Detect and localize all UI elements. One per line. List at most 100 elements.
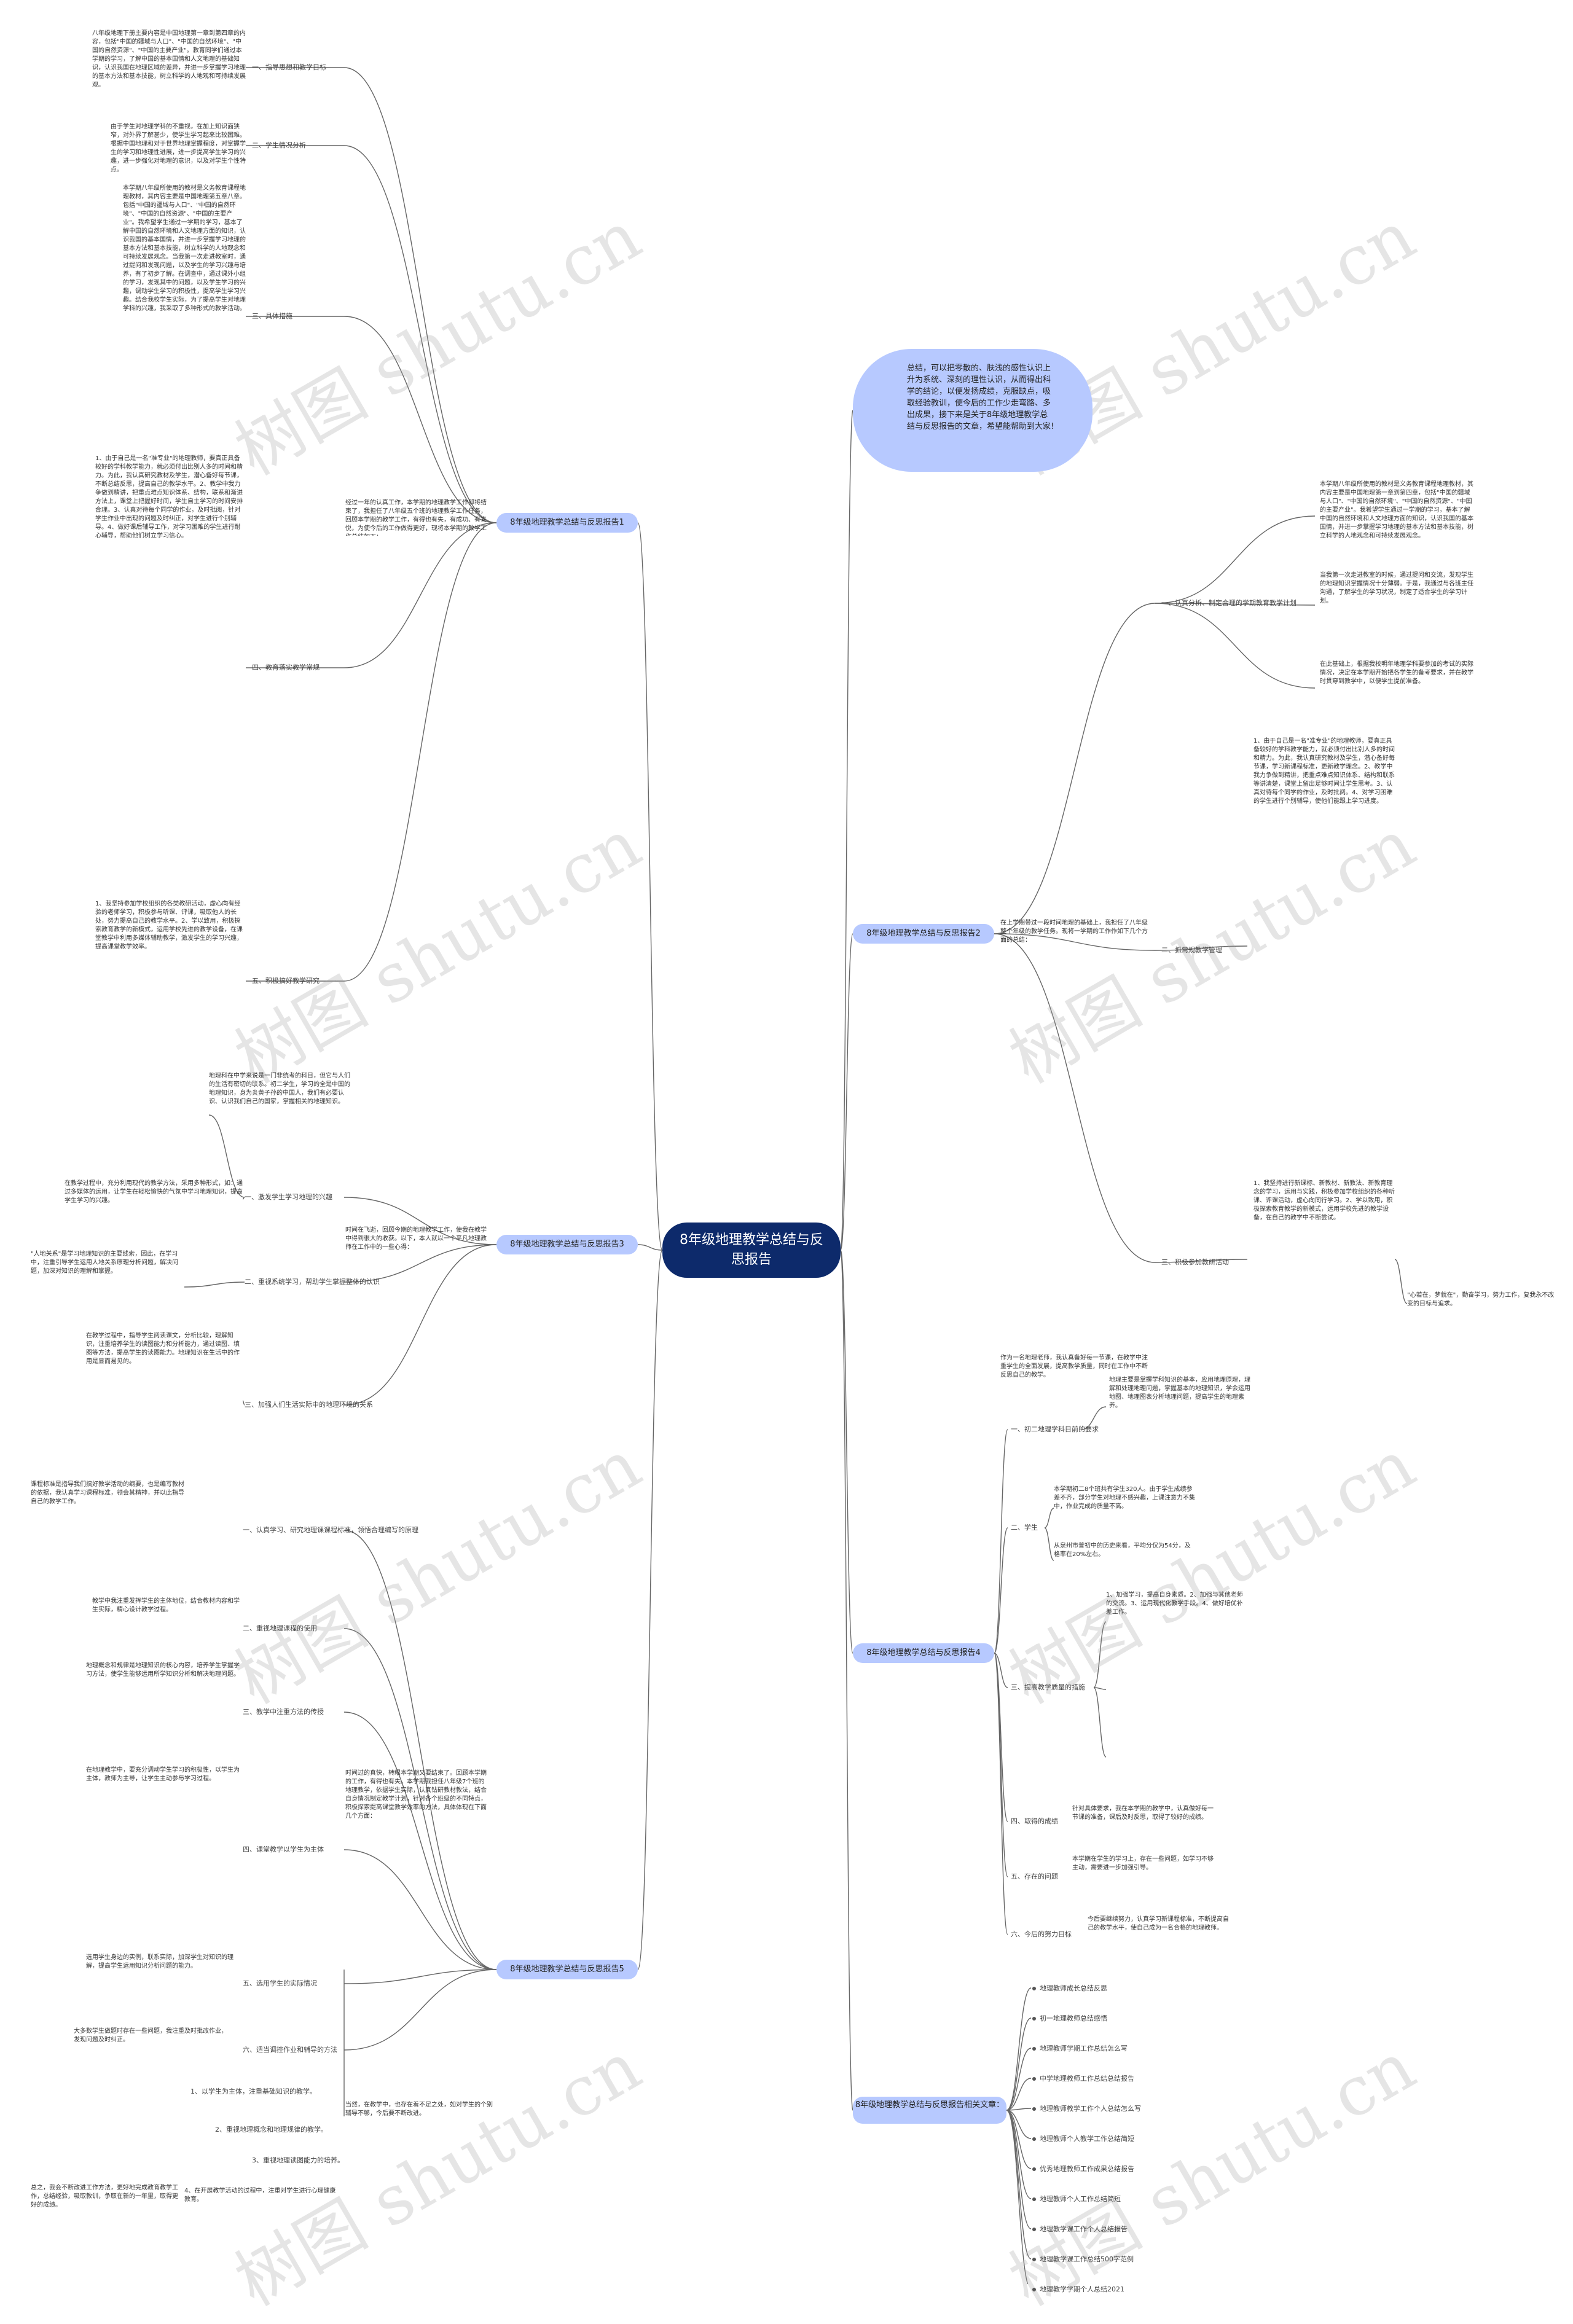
connector-line (994, 1527, 1008, 1654)
b4-item-2[interactable]: 二、学生 (1011, 1524, 1038, 1532)
connector-line (637, 1244, 663, 1251)
branch-node-5[interactable]: 8年级地理教学总结与反思报告5 (496, 1960, 638, 1979)
related-article-link[interactable]: 中学地理教师工作总结总结报告 (1032, 2073, 1134, 2083)
connector-line (1155, 603, 1316, 689)
connector-line (637, 522, 663, 1251)
b4-item-4[interactable]: 四、取得的成绩 (1011, 1817, 1058, 1825)
b5-item-2[interactable]: 二、重视地理课程的使用 (243, 1624, 317, 1632)
related-article-link[interactable]: 地理教师教学工作个人总结怎么写 (1032, 2103, 1141, 2113)
connector-line (343, 1244, 497, 1406)
connector-line (1093, 1687, 1107, 1690)
related-article-link[interactable]: 地理教学学期个人总结2021 (1032, 2284, 1124, 2294)
bullet-icon (1032, 2107, 1036, 2111)
connector-line (1394, 1259, 1408, 1304)
connector-line (343, 1969, 497, 1984)
b2-tail: "心若在，梦就在"，勤奋学习，努力工作，复我永不改变的目标与追求。 (1407, 1292, 1555, 1307)
b5-text-4: 在地理教学中，要充分调动学生学习的积极性，以学生为主体，教师为主导，让学生主动参… (86, 1767, 240, 1782)
related-article-link[interactable]: 初一地理教师总结感悟 (1032, 2013, 1107, 2023)
b3-item-1[interactable]: 一、激发学生学习地理的兴趣 (245, 1193, 332, 1201)
connector-line (184, 1281, 245, 1288)
b5-item-6[interactable]: 六、适当调控作业和辅导的方法 (243, 2046, 337, 2054)
connector-line (840, 933, 853, 1251)
b1-item-5[interactable]: 五、积极搞好教学研究 (252, 977, 320, 985)
connector-line (1006, 2110, 1032, 2229)
b2-item-1[interactable]: 一、认真分析、制定合理的学期教育教学计划 (1161, 599, 1296, 607)
b5-item-4[interactable]: 四、课堂教学以学生为主体 (243, 1845, 324, 1853)
b4-text-5: 针对具体要求，我在本学期的教学中，认真做好每一节课的准备，课后及时反思，取得了较… (1072, 1806, 1214, 1821)
related-article-label: 地理教师个人工作总结简短 (1040, 2195, 1121, 2203)
b5-text-1: 课程标准是指导我们搞好教学活动的纲要，也是编写教材的依据，我认真学习课程标准，领… (31, 1481, 184, 1505)
branch-node-1[interactable]: 8年级地理教学总结与反思报告1 (496, 513, 638, 533)
b3-text-4: 在教学过程中，指导学生阅读课文，分析比较，理解知识，注重培养学生的读图能力和分析… (86, 1332, 240, 1365)
b4-text-3: 从泉州市普初中的历史来看，平均分仅为54分，及格率在20%左右。 (1054, 1543, 1191, 1558)
related-article-link[interactable]: 地理教师学期工作总结怎么写 (1032, 2043, 1128, 2053)
b1-item-4[interactable]: 四、教育落实教学常规 (252, 663, 320, 671)
b1-item-2[interactable]: 二、学生情况分析 (252, 141, 306, 149)
connector-line (1006, 2108, 1032, 2111)
b1-item-3[interactable]: 三、具体措施 (252, 312, 292, 320)
b4-item-6[interactable]: 六、今后的努力目标 (1011, 1930, 1072, 1938)
connector-line (343, 1197, 497, 1245)
connector-line (994, 1653, 1008, 1688)
bullet-icon (1032, 2197, 1036, 2201)
related-article-label: 地理教学课工作个人总结报告 (1040, 2225, 1128, 2233)
b5-text-3: 地理概念和规律是地理知识的核心内容，培养学生掌握学习方法，使学生能够运用所学知识… (86, 1662, 240, 1678)
intro-node[interactable]: 总结，可以把零散的、肤浅的感性认识上升为系统、深刻的理性认识，从而得出科学的结论… (853, 349, 1092, 472)
connector-line (840, 1250, 853, 2111)
b4-text-7: 今后要继续努力，认真学习新课程标准，不断提高自己的教学水平，使自己成为一名合格的… (1088, 1916, 1229, 1931)
related-article-label: 地理教师学期工作总结怎么写 (1040, 2044, 1128, 2052)
bullet-icon (1032, 2258, 1036, 2261)
branch-node-related[interactable]: 8年级地理教学总结与反思报告相关文章： (853, 2097, 1006, 2124)
bullet-icon (1032, 1987, 1036, 1990)
b4-item-1[interactable]: 一、初二地理学科目前的要求 (1011, 1425, 1099, 1433)
connector-line (343, 1530, 497, 1970)
related-article-link[interactable]: 地理教学课工作总结500字范例 (1032, 2254, 1134, 2264)
connector-line (242, 1400, 245, 1406)
connector-line (1155, 603, 1316, 606)
b2-item-2[interactable]: 二、抓常规教学管理 (1161, 946, 1222, 954)
connector-line (994, 1429, 1008, 1654)
branch-node-2[interactable]: 8年级地理教学总结与反思报告2 (853, 924, 994, 944)
connector-line (637, 1250, 663, 1970)
b3-item-2[interactable]: 二、重视系统学习，帮助学生掌握整体的认识 (245, 1278, 380, 1286)
related-article-link[interactable]: 地理教学课工作个人总结报告 (1032, 2224, 1128, 2234)
related-article-link[interactable]: 地理教师成长总结反思 (1032, 1983, 1107, 1993)
related-article-link[interactable]: 地理教师个人教学工作总结简短 (1032, 2134, 1134, 2143)
b5-text-2: 教学中我注重发挥学生的主体地位，结合教材内容和学生实际，精心设计教学过程。 (92, 1598, 240, 1613)
b1-text-2: 由于学生对地理学科的不重视，在加上知识面狭窄，对外界了解甚少，使学生学习起来比较… (111, 123, 246, 172)
b4-item-5[interactable]: 五、存在的问题 (1011, 1872, 1058, 1880)
related-article-link[interactable]: 优秀地理教师工作成果总结报告 (1032, 2164, 1134, 2173)
b1-item-1[interactable]: 一、指导思想和教学目标 (252, 63, 326, 71)
connector-line (343, 1628, 497, 1970)
connector-line (1006, 2078, 1032, 2111)
connector-line (1006, 2110, 1029, 2284)
b3-item-3[interactable]: 三、加强人们生活实际中的地理环境的关系 (245, 1401, 373, 1409)
connector-line (1155, 515, 1316, 604)
b4-item-3[interactable]: 三、提高教学质量的措施 (1011, 1683, 1085, 1691)
connector-line (840, 1250, 853, 1654)
b5-text-5: 选用学生身边的实例，联系实际，加深学生对知识的理解，提高学生运用知识分析问题的能… (86, 1954, 233, 1970)
branch-node-3[interactable]: 8年级地理教学总结与反思报告3 (496, 1235, 638, 1254)
connector-line (1006, 2017, 1032, 2111)
b5-tail-item-2: 2、重视地理概念和地理规律的教学。 (215, 2126, 328, 2134)
related-article-link[interactable]: 地理教师个人工作总结简短 (1032, 2194, 1121, 2204)
b2-item-3[interactable]: 三、积极参加教研活动 (1161, 1258, 1229, 1266)
b5-item-1[interactable]: 一、认真学习、研究地理课课程标准，领悟合理编写的原理 (243, 1526, 418, 1534)
b5-tail-item-1: 1、以学生为主体，注重基础知识的教学。 (190, 2087, 316, 2095)
b1-text-3: 本学期八年级所使用的教材是义务教育课程地理教材，其内容主要是中国地理第五章八章。… (123, 185, 246, 312)
b2-text-3: 在此基础上，根据我校明年地理学科要参加的考试的实际情况，决定在本学期开始把各学生… (1320, 661, 1473, 685)
connector-line (994, 603, 1156, 934)
branch-node-4[interactable]: 8年级地理教学总结与反思报告4 (853, 1643, 994, 1663)
related-article-label: 地理教师成长总结反思 (1040, 1984, 1107, 1992)
b2-text-1: 本学期八年级所使用的教材是义务教育课程地理教材，其内容主要是中国地理第一章到第四… (1320, 481, 1473, 539)
b5-item-5[interactable]: 五、选用学生的实际情况 (243, 1979, 317, 1987)
b2-text-5: 1、我坚持进行新课标、新教材、新教法、新教育理念的学习，运用与实践，积极参加学校… (1253, 1180, 1395, 1221)
connector-line (343, 316, 497, 523)
b5-tail-item-4: 4、在开展教学活动的过程中，注重对学生进行心理健康教育。 (184, 2188, 336, 2203)
root-node[interactable]: 8年级地理教学总结与反思报告 (662, 1223, 841, 1278)
connector-line (1006, 2048, 1032, 2111)
b5-tail-intro: 当然，在教学中，也存在着不足之处，如对学生的个别辅导不够，今后要不断改进。 (345, 2102, 493, 2117)
connector-line (1155, 945, 1248, 951)
b5-text-6: 大多数学生做题时存在一些问题，我注重及时批改作业，发现问题及时纠正。 (74, 2028, 227, 2043)
b5-item-3[interactable]: 三、教学中注重方法的传授 (243, 1708, 324, 1716)
